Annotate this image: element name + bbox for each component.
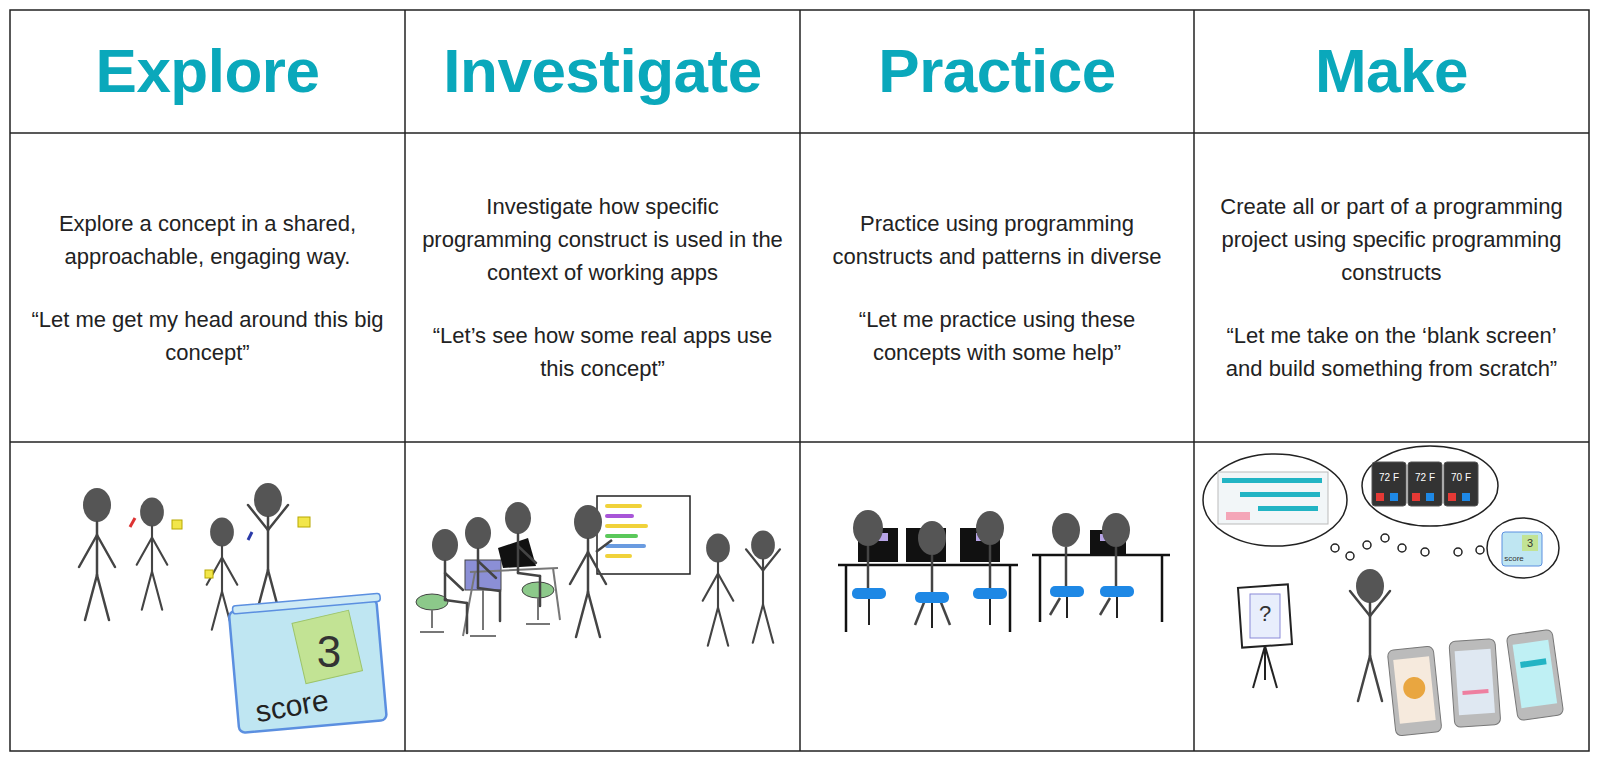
header-cell: Investigate: [406, 11, 799, 132]
table-grid: [10, 10, 1589, 751]
description-cell: Practice using programming constructs an…: [801, 134, 1193, 441]
temperature-reading: 72 F: [1415, 473, 1435, 483]
practice-scene: [838, 510, 1170, 632]
column-heading: Explore: [96, 37, 320, 105]
quote-text: “Let’s see how some real apps use this c…: [420, 319, 785, 385]
description-text: Explore a concept in a shared, approacha…: [25, 207, 390, 273]
score-card-number: 3: [317, 630, 341, 674]
easel-question: ?: [1259, 603, 1271, 625]
header-cell: Explore: [11, 11, 404, 132]
temperature-reading: 70 F: [1451, 473, 1471, 483]
header-cell: Make: [1195, 11, 1588, 132]
column-heading: Make: [1315, 37, 1468, 105]
column-heading: Investigate: [443, 37, 761, 105]
cloud-screens: [1218, 472, 1328, 524]
quote-text: “Let me get my head around this big conc…: [25, 303, 390, 369]
explore-scene: [79, 483, 391, 733]
column-heading: Practice: [878, 37, 1115, 105]
make-scene: [1203, 446, 1564, 736]
description-cell: Explore a concept in a shared, approacha…: [11, 134, 404, 441]
quote-text: “Let me take on the ‘blank screen’ and b…: [1209, 319, 1574, 385]
quote-text: “Let me practice using these concepts wi…: [815, 303, 1179, 369]
description-cell: Create all or part of a programming proj…: [1195, 134, 1588, 441]
description-text: Create all or part of a programming proj…: [1209, 190, 1574, 289]
temperature-reading: 72 F: [1379, 473, 1399, 483]
score-card-text: score: [1504, 555, 1524, 563]
score-card-number: 3: [1527, 538, 1533, 549]
description-text: Practice using programming constructs an…: [815, 207, 1179, 273]
header-cell: Practice: [801, 11, 1193, 132]
description-cell: Investigate how specific programming con…: [406, 134, 799, 441]
description-text: Investigate how specific programming con…: [420, 190, 785, 289]
investigate-scene: [416, 496, 780, 646]
